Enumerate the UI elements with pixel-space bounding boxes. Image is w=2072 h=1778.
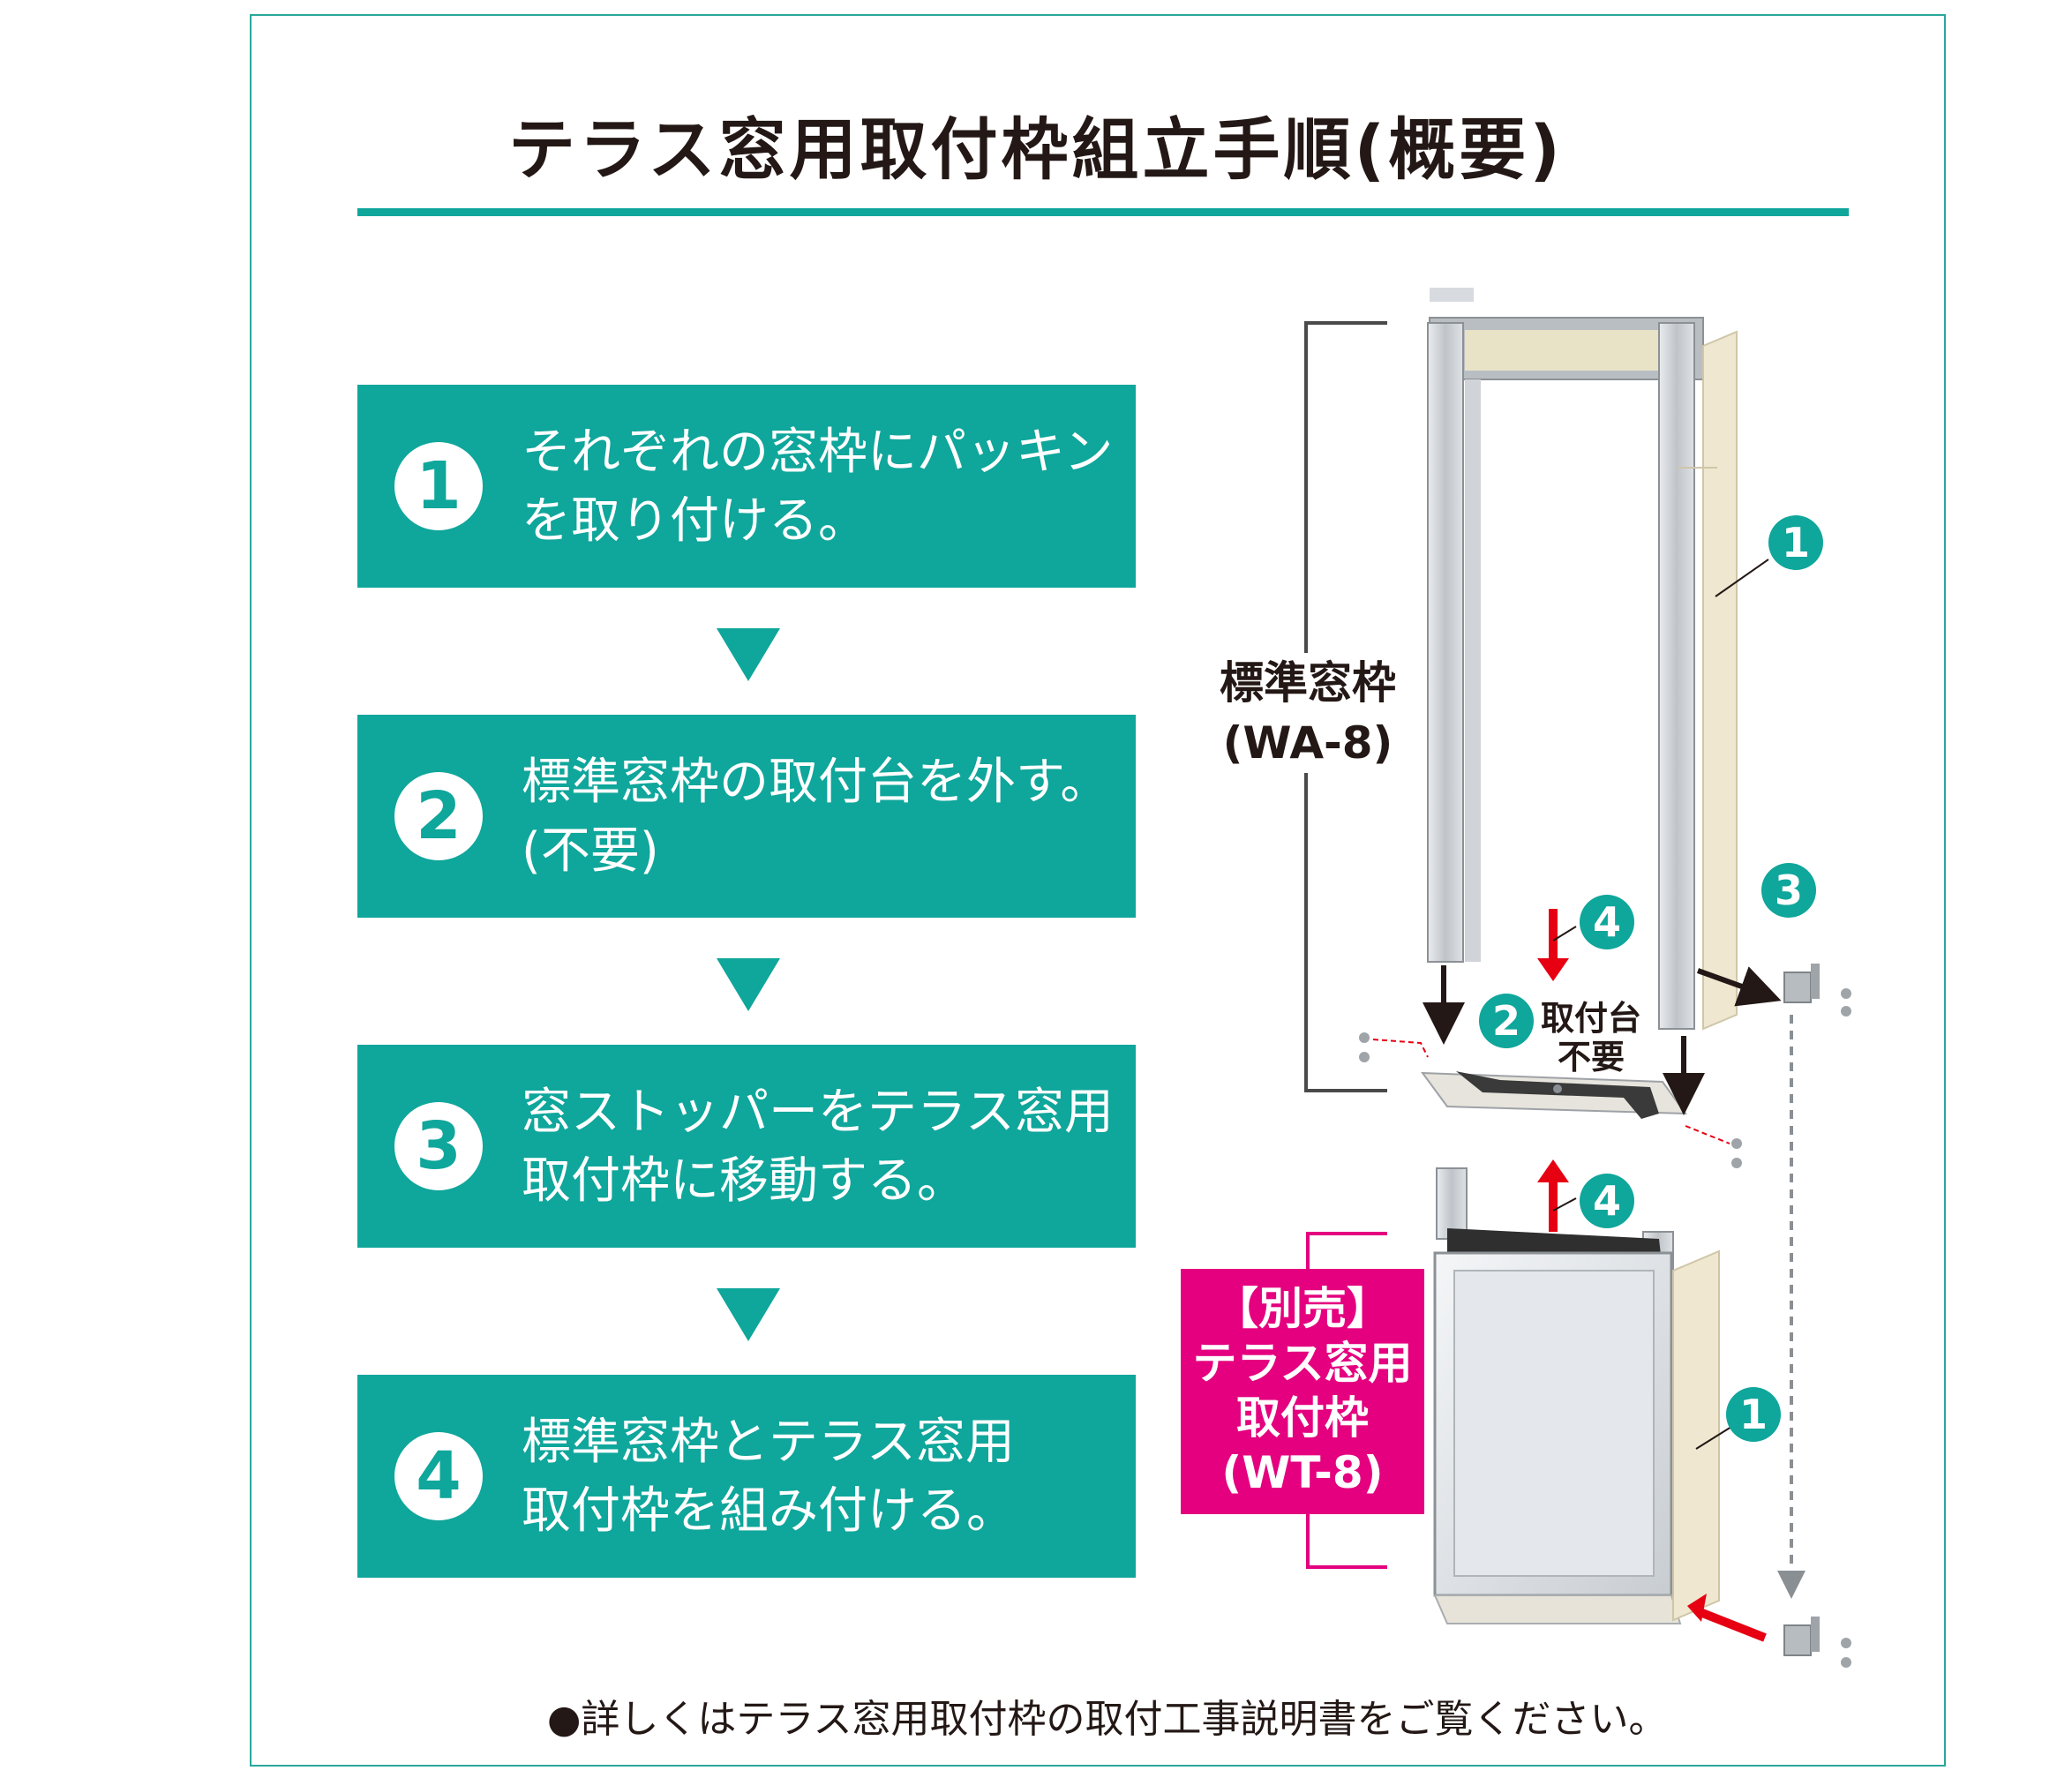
standard-frame-label: 標準窓枠 (WA-8) — [1211, 653, 1405, 773]
step-1-tag-bottom: 1 — [1726, 1387, 1781, 1442]
title-underline — [357, 208, 1849, 216]
step-1-box: 1 それぞれの窓枠にパッキン を取り付ける。 — [357, 385, 1136, 588]
step-1-text: それぞれの窓枠にパッキン を取り付ける。 — [522, 424, 1114, 550]
step-1-number: 1 — [394, 442, 483, 530]
down-arrow-icon — [717, 958, 780, 1011]
step-2-text: 標準窓枠の取付台を外す。 (不要) — [522, 754, 1110, 880]
page-title: テラス窓用取付枠組立手順(概要) — [508, 110, 1564, 189]
down-arrow-icon — [717, 628, 780, 681]
step-3-box: 3 窓ストッパーをテラス窓用 取付枠に移動する。 — [357, 1045, 1136, 1248]
step-2-number: 2 — [394, 772, 483, 860]
window-stopper-top — [1783, 964, 1851, 1017]
step-4-box: 4 標準窓枠とテラス窓用 取付枠を組み付ける。 — [357, 1375, 1136, 1578]
packing-strip — [1672, 1249, 1720, 1622]
step-4-text: 標準窓枠とテラス窓用 取付枠を組み付ける。 — [522, 1414, 1016, 1540]
step-2-box: 2 標準窓枠の取付台を外す。 (不要) — [357, 715, 1136, 918]
step-3-tag: 3 — [1761, 863, 1816, 918]
packing-strip — [1702, 330, 1738, 1031]
red-arrow-left — [1696, 1607, 1767, 1642]
content-panel — [250, 14, 1946, 1767]
mount-not-needed-label: 取付台 不要 — [1541, 999, 1642, 1077]
step-4-tag-bottom: 4 — [1580, 1174, 1634, 1228]
step-4-tag-top: 4 — [1580, 895, 1634, 949]
mount-base — [1420, 1071, 1687, 1119]
step-2-tag: 2 — [1479, 994, 1534, 1048]
window-stopper-bottom — [1783, 1617, 1851, 1668]
separate-frame-label: 【別売】 テラス窓用 取付枠 (WT-8) — [1181, 1269, 1424, 1514]
down-arrow-icon — [717, 1288, 780, 1341]
terrace-window-frame — [1433, 1167, 1720, 1624]
step-1-tag-top: 1 — [1768, 515, 1823, 570]
standard-window-frame — [1427, 288, 1738, 1031]
step-3-text: 窓ストッパーをテラス窓用 取付枠に移動する。 — [522, 1084, 1114, 1210]
footnote: ●詳しくはテラス窓用取付枠の取付工事説明書をご覧ください。 — [547, 1697, 1668, 1742]
step-3-number: 3 — [394, 1102, 483, 1190]
step-4-number: 4 — [394, 1432, 483, 1520]
